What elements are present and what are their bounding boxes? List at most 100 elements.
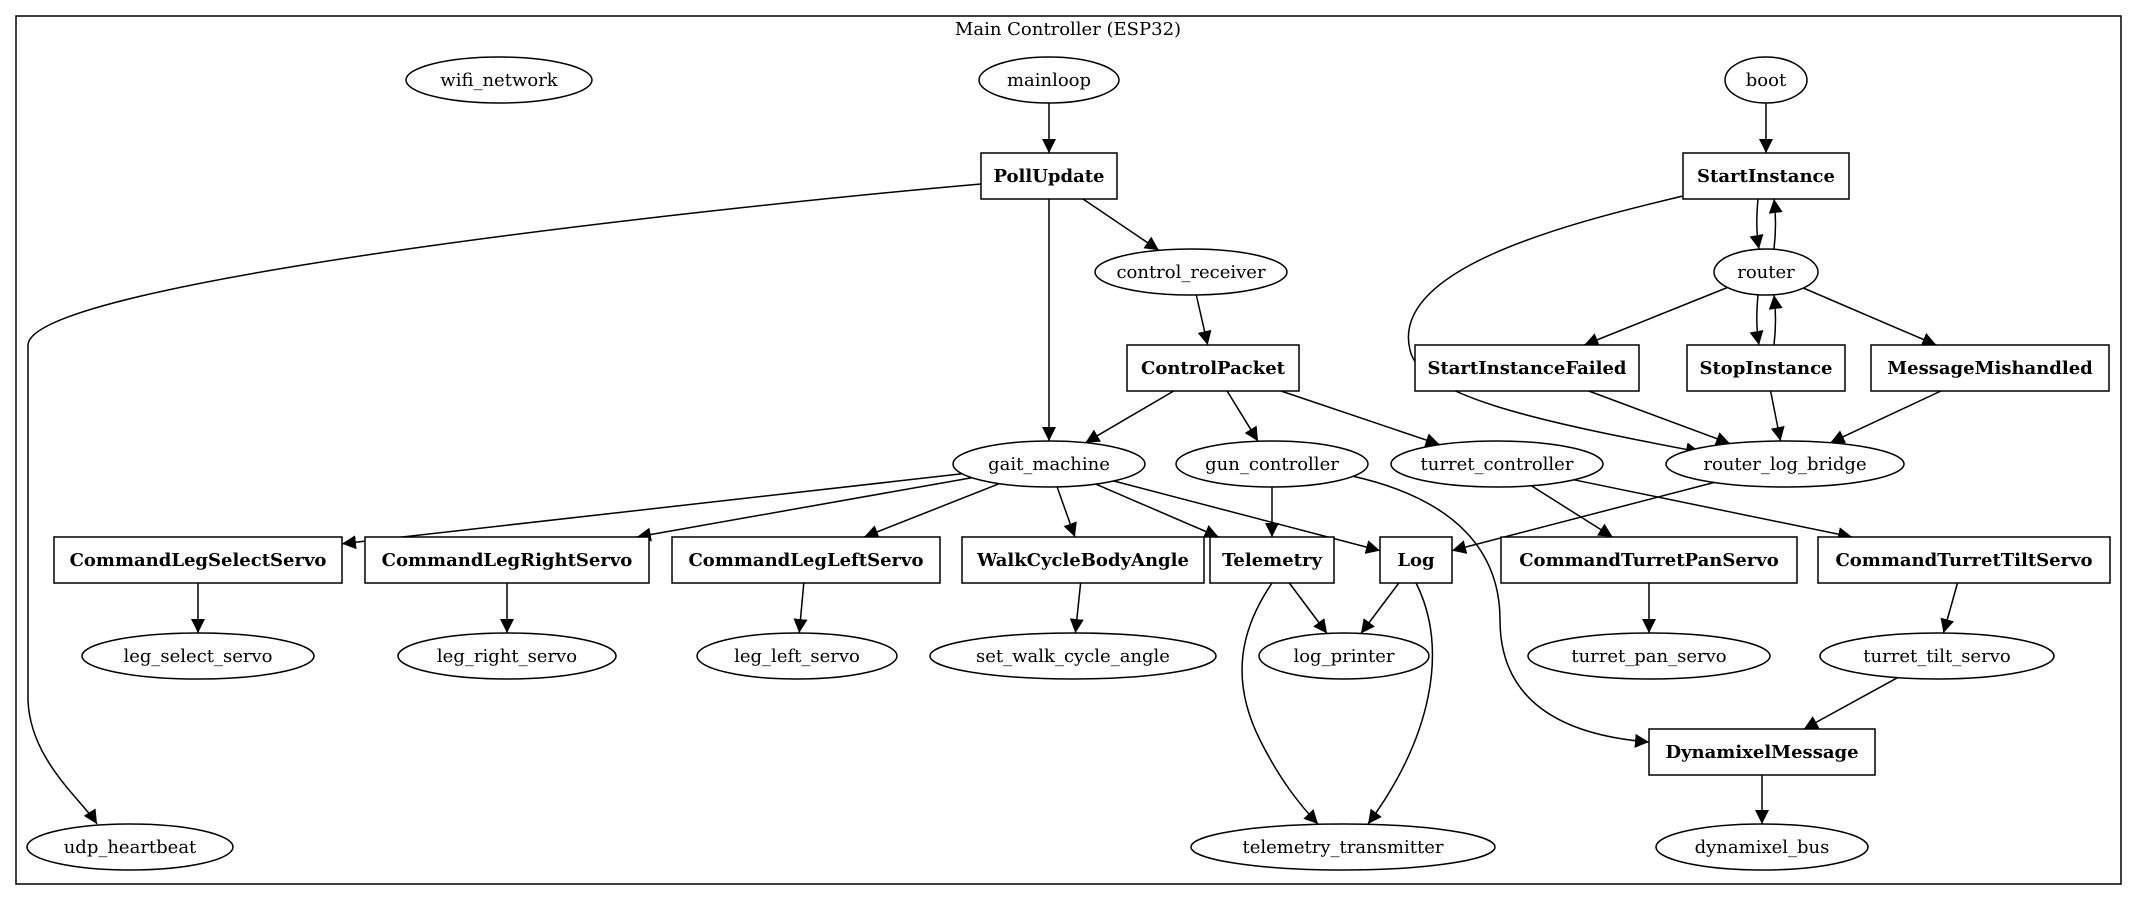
node-label: turret_pan_servo: [1571, 646, 1726, 667]
node-label: boot: [1746, 70, 1787, 91]
node-set-walk-cycle-angle: set_walk_cycle_angle: [929, 632, 1217, 680]
node-label: telemetry_transmitter: [1243, 837, 1444, 858]
node-label: Log: [1397, 550, 1435, 571]
node-dynamixel-bus: dynamixel_bus: [1655, 823, 1869, 871]
node-command-leg-right-servo: CommandLegRightServo: [364, 536, 650, 584]
node-log-printer: log_printer: [1258, 632, 1430, 680]
node-label: wifi_network: [440, 70, 558, 91]
edge-control-packet-to-turret-controller: [1280, 390, 1440, 447]
edge-control-packet-to-gun-controller: [1226, 390, 1259, 442]
node-label: StopInstance: [1699, 358, 1832, 379]
edge-turret-tilt-servo-to-dynamixel-message: [1803, 677, 1898, 730]
edge-poll-update-to-udp-heartbeat: [27, 183, 982, 825]
node-label: leg_right_servo: [437, 646, 577, 667]
node-dynamixel-message: DynamixelMessage: [1648, 728, 1876, 776]
node-ellipse: [1175, 440, 1369, 488]
node-label: router_log_bridge: [1703, 454, 1866, 475]
node-box: [1817, 536, 2111, 584]
node-label: DynamixelMessage: [1665, 742, 1858, 763]
cluster-main-controller: Main Controller (ESP32): [15, 15, 2122, 885]
node-box: [1648, 728, 1876, 776]
edge-control-packet-to-gait-machine: [1085, 390, 1175, 444]
node-message-mishandled: MessageMishandled: [1870, 344, 2110, 392]
node-command-leg-select-servo: CommandLegSelectServo: [53, 536, 343, 584]
node-label: log_printer: [1293, 646, 1394, 667]
node-label: mainloop: [1007, 70, 1091, 91]
node-label: WalkCycleBodyAngle: [976, 550, 1189, 571]
node-label: set_walk_cycle_angle: [976, 646, 1170, 667]
node-turret-tilt-servo: turret_tilt_servo: [1819, 632, 2055, 680]
node-label: turret_tilt_servo: [1863, 646, 2010, 667]
node-log: Log: [1379, 536, 1453, 584]
edge-log-to-telemetry-transmitter: [1367, 582, 1434, 825]
node-label: control_receiver: [1116, 262, 1266, 283]
node-ellipse: [696, 632, 898, 680]
node-label: StartInstance: [1697, 166, 1835, 187]
edge-telemetry-to-log-printer: [1288, 582, 1328, 634]
node-gun-controller: gun_controller: [1175, 440, 1369, 488]
cluster-title: Main Controller (ESP32): [955, 19, 1181, 40]
node-leg-select-servo: leg_select_servo: [81, 632, 315, 680]
edge-message-mishandled-to-router-log-bridge: [1830, 390, 1942, 444]
edge-command-turret-tilt-servo-to-turret-tilt-servo: [1940, 582, 1959, 634]
node-control-receiver: control_receiver: [1094, 248, 1288, 296]
node-leg-left-servo: leg_left_servo: [696, 632, 898, 680]
edge-start-instance-to-router: [1749, 198, 1764, 250]
edges-layer: [27, 103, 1959, 825]
node-walk-cycle-body-angle: WalkCycleBodyAngle: [961, 536, 1205, 584]
node-poll-update: PollUpdate: [980, 152, 1118, 200]
edge-stop-instance-to-router-log-bridge: [1769, 390, 1785, 442]
node-label: gun_controller: [1205, 454, 1339, 475]
node-box: [1686, 344, 1846, 392]
node-label: router: [1737, 262, 1795, 283]
node-start-instance: StartInstance: [1682, 152, 1850, 200]
node-ellipse: [405, 56, 593, 104]
node-ellipse: [397, 632, 617, 680]
edge-router-to-start-instance: [1768, 198, 1783, 250]
node-command-turret-tilt-servo: CommandTurretTiltServo: [1817, 536, 2111, 584]
edge-gait-machine-to-walk-cycle-body-angle: [1056, 486, 1077, 538]
node-label: MessageMishandled: [1887, 358, 2093, 379]
node-start-instance-failed: StartInstanceFailed: [1414, 344, 1640, 392]
node-ellipse: [1665, 440, 1905, 488]
node-wifi-network: wifi_network: [405, 56, 593, 104]
edge-router-log-bridge-to-log: [1451, 481, 1715, 554]
edge-router-to-start-instance-failed: [1584, 286, 1728, 347]
edge-gait-machine-to-log: [1113, 480, 1381, 554]
node-box: [980, 152, 1118, 200]
node-telemetry-transmitter: telemetry_transmitter: [1190, 823, 1496, 871]
edge-gait-machine-to-command-leg-right-servo: [636, 476, 972, 542]
node-label: CommandLegSelectServo: [70, 550, 327, 571]
node-ellipse: [952, 440, 1146, 488]
node-ellipse: [1094, 248, 1288, 296]
node-ellipse: [1655, 823, 1869, 871]
node-box: [364, 536, 650, 584]
node-router-log-bridge: router_log_bridge: [1665, 440, 1905, 488]
node-box: [961, 536, 1205, 584]
node-label: dynamixel_bus: [1695, 837, 1830, 858]
node-ellipse: [1258, 632, 1430, 680]
node-label: PollUpdate: [993, 166, 1104, 187]
node-box: [53, 536, 343, 584]
node-box: [1379, 536, 1453, 584]
edge-gait-machine-to-telemetry: [1095, 483, 1219, 538]
edge-start-instance-failed-to-router-log-bridge: [1588, 390, 1731, 446]
node-stop-instance: StopInstance: [1686, 344, 1846, 392]
node-gait-machine: gait_machine: [952, 440, 1146, 488]
edge-log-to-log-printer: [1360, 582, 1400, 634]
node-label: gait_machine: [988, 454, 1110, 475]
node-box: [1870, 344, 2110, 392]
edge-router-to-message-mishandled: [1803, 287, 1937, 346]
node-box: [671, 536, 941, 584]
node-label: CommandLegLeftServo: [688, 550, 923, 571]
node-box: [1209, 536, 1335, 584]
node-ellipse: [1724, 56, 1808, 104]
node-boot: boot: [1724, 56, 1808, 104]
node-label: leg_select_servo: [123, 646, 272, 667]
node-ellipse: [978, 56, 1120, 104]
node-turret-pan-servo: turret_pan_servo: [1527, 632, 1771, 680]
node-box: [1126, 344, 1300, 392]
node-ellipse: [1190, 823, 1496, 871]
node-ellipse: [81, 632, 315, 680]
